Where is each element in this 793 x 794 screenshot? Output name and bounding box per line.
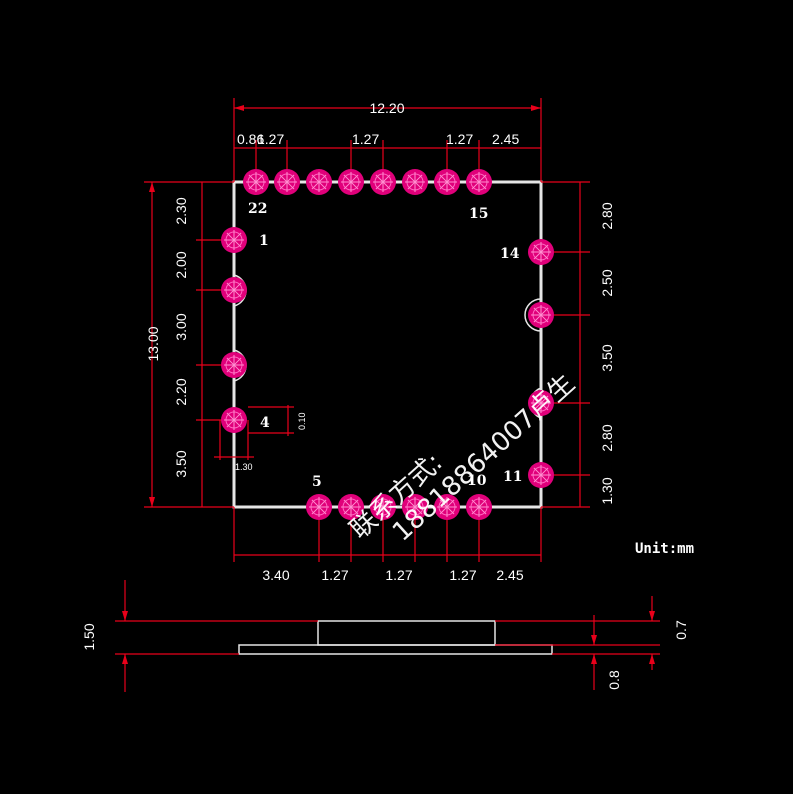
pad-crosshair: [343, 499, 359, 515]
pad: [528, 390, 554, 416]
pad-crosshair: [533, 395, 549, 411]
pad: [306, 494, 332, 520]
notch-arc-right-1: [524, 298, 542, 332]
dim-left-3-50: 3.50: [173, 450, 189, 477]
right-dimensions: 2.80 2.50 3.50 2.80 1.30: [541, 181, 615, 508]
pad-crosshair: [226, 232, 242, 248]
pin-label-11: 11: [503, 469, 522, 485]
pad: [338, 494, 364, 520]
pad: [306, 169, 332, 195]
pad-crosshair: [226, 357, 242, 373]
pin-label-22: 22: [248, 201, 267, 217]
dim-left-2-30: 2.30: [173, 197, 189, 224]
side-view-board: [238, 644, 553, 655]
pad: [466, 494, 492, 520]
dim-top-total: 12.20: [369, 100, 404, 116]
top-dimensions: 12.20 0.86 1.27 1.27 1.27 2.45: [233, 98, 542, 182]
dim-right-2-80-top: 2.80: [599, 202, 615, 229]
dim-top-2-45: 2.45: [492, 131, 519, 147]
pad: [370, 494, 396, 520]
unit-label: Unit:mm: [635, 541, 694, 557]
pad-crosshair: [226, 282, 242, 298]
dim-pad-height: 0.10: [297, 412, 307, 430]
dim-left-2-20: 2.20: [173, 378, 189, 405]
pad: [221, 227, 247, 253]
dim-bottom-2-45: 2.45: [496, 567, 523, 583]
pad: [221, 407, 247, 433]
dim-side-0-8: 0.8: [606, 670, 622, 690]
pin-label-4: 4: [260, 415, 270, 431]
pad: [528, 462, 554, 488]
dim-side-0-7: 0.7: [673, 620, 689, 640]
pad: [402, 169, 428, 195]
side-view: 1.50 0.7 0.8: [81, 580, 689, 692]
bottom-dimensions: 3.40 1.27 1.27 1.27 2.45: [233, 507, 542, 583]
dim-top-1-27-right: 1.27: [446, 131, 473, 147]
pad-crosshair: [375, 174, 391, 190]
pad: [243, 169, 269, 195]
pad: [338, 169, 364, 195]
pad: [402, 494, 428, 520]
pad-crosshair: [471, 174, 487, 190]
side-view-shield: [317, 620, 496, 646]
pin-label-10: 10: [467, 473, 487, 489]
pad-crosshair: [533, 244, 549, 260]
pads-group: [221, 169, 554, 520]
pad: [528, 239, 554, 265]
pad-crosshair: [533, 307, 549, 323]
dim-right-2-80-bottom: 2.80: [599, 424, 615, 451]
contact-watermark: 联系方式: 18818864007卢生: [345, 369, 581, 548]
pad-crosshair: [471, 499, 487, 515]
dim-right-3-50: 3.50: [599, 344, 615, 371]
pad: [528, 302, 554, 328]
dim-top-0-86: 0.86: [237, 131, 264, 147]
pad-crosshair: [407, 499, 423, 515]
dim-pad-width: 1.30: [235, 462, 253, 472]
dim-right-2-50: 2.50: [599, 269, 615, 296]
dim-left-total: 13.00: [145, 326, 161, 361]
dim-top-1-27-mid: 1.27: [352, 131, 379, 147]
dim-left-2-00: 2.00: [173, 251, 189, 278]
left-dimensions: 13.00 2.30 2.00 3.00 2.20 3.50 1.30 0.10: [144, 181, 307, 508]
pin-label-15: 15: [469, 206, 488, 222]
pad: [221, 352, 247, 378]
pad: [434, 169, 460, 195]
pad-crosshair: [407, 174, 423, 190]
pad: [434, 494, 460, 520]
dim-bottom-3-40: 3.40: [262, 567, 289, 583]
pad-crosshair: [375, 499, 391, 515]
pad-crosshair: [439, 174, 455, 190]
pad: [466, 169, 492, 195]
pin-label-5: 5: [312, 474, 322, 490]
pad-crosshair: [343, 174, 359, 190]
dim-bottom-1-27-a: 1.27: [321, 567, 348, 583]
pad-crosshair: [311, 174, 327, 190]
dim-top-1-27-left: 1.27: [257, 131, 284, 147]
pad: [221, 277, 247, 303]
dim-side-1-50: 1.50: [81, 623, 97, 650]
pin-label-1: 1: [259, 233, 269, 249]
pad-crosshair: [226, 412, 242, 428]
pad-crosshair: [439, 499, 455, 515]
pad-crosshair: [533, 467, 549, 483]
dim-bottom-1-27-b: 1.27: [385, 567, 412, 583]
pad-crosshair: [248, 174, 264, 190]
dim-left-3-00: 3.00: [173, 313, 189, 340]
pad-crosshair: [311, 499, 327, 515]
dim-right-1-30: 1.30: [599, 477, 615, 504]
dim-bottom-1-27-c: 1.27: [449, 567, 476, 583]
pad: [370, 169, 396, 195]
pin-label-14: 14: [500, 246, 520, 262]
pad: [274, 169, 300, 195]
pad-crosshair: [279, 174, 295, 190]
